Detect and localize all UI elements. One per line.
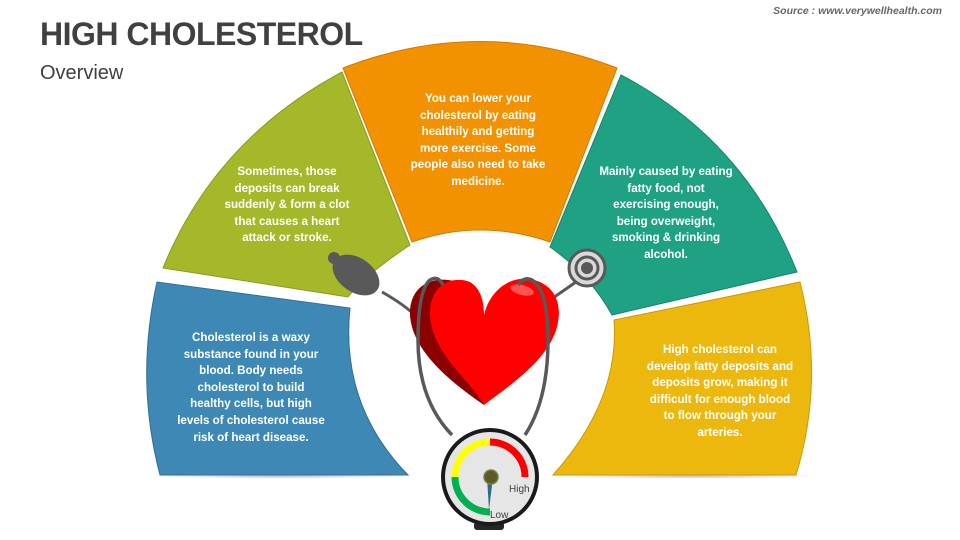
page-subtitle: Overview bbox=[40, 62, 124, 84]
heart-icon bbox=[409, 278, 559, 405]
pressure-gauge-icon bbox=[441, 428, 539, 530]
segment-green-text: Sometimes, those deposits can break sudd… bbox=[224, 165, 350, 245]
pressure-bulb-icon bbox=[328, 252, 380, 296]
segment-yellow-text: High cholesterol can develop fatty depos… bbox=[646, 343, 794, 439]
source-citation: Source : www.verywellhealth.com bbox=[773, 5, 942, 17]
segment-blue-text: Cholesterol is a waxy substance found in… bbox=[177, 331, 325, 444]
segment-yellow bbox=[551, 281, 813, 476]
segment-orange-text: You can lower your cholesterol by eating… bbox=[410, 92, 546, 188]
segment-orange bbox=[342, 41, 618, 243]
page-title: HIGH CHOLESTEROL bbox=[40, 16, 363, 52]
stethoscope-chestpiece-icon bbox=[567, 248, 607, 288]
gauge-high-label: High bbox=[509, 484, 530, 495]
segment-blue bbox=[146, 281, 410, 476]
segment-teal-text: Mainly caused by eating fatty food, not … bbox=[599, 165, 733, 261]
stethoscope-tube-right bbox=[516, 277, 550, 436]
gauge-low-label: Low bbox=[490, 510, 509, 521]
stethoscope-tube-left bbox=[416, 276, 454, 437]
